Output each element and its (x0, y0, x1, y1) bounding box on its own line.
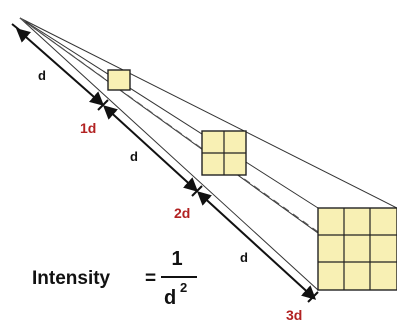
tick-1d (97, 99, 109, 111)
arrow-segment-3 (196, 191, 317, 300)
segment-label-1: d (38, 68, 46, 83)
square-3d (317, 207, 397, 291)
tick-origin (11, 23, 23, 33)
distance-label-1d: 1d (80, 120, 96, 136)
formula-denominator-base: d (164, 287, 176, 309)
segment-label-3: d (240, 250, 248, 265)
formula-numerator: 1 (171, 248, 182, 270)
square-1d-fill (107, 69, 131, 91)
formula-lhs: Intensity (32, 268, 111, 289)
formula-equals: = (145, 268, 156, 289)
pyramid-edge-top (19, 17, 397, 209)
square-2d (201, 130, 247, 176)
square-3d-fill (317, 207, 397, 291)
tick-2d (191, 185, 203, 197)
distance-label-3d: 3d (286, 307, 302, 323)
square-1d (107, 69, 131, 91)
intensity-formula: Intensity = 1 d 2 (32, 248, 197, 309)
segment-label-2: d (130, 149, 138, 164)
distance-ticks (11, 23, 319, 303)
measurement-arrows (15, 28, 317, 300)
arrow-segment-1 (15, 28, 105, 106)
distance-label-2d: 2d (174, 205, 190, 221)
arrow-segment-2 (102, 105, 199, 192)
formula-denominator-exponent: 2 (180, 280, 187, 295)
tick-3d (307, 291, 319, 303)
pyramid-edge-upper-left (19, 17, 319, 209)
pyramid-edge-bottom (19, 17, 319, 291)
